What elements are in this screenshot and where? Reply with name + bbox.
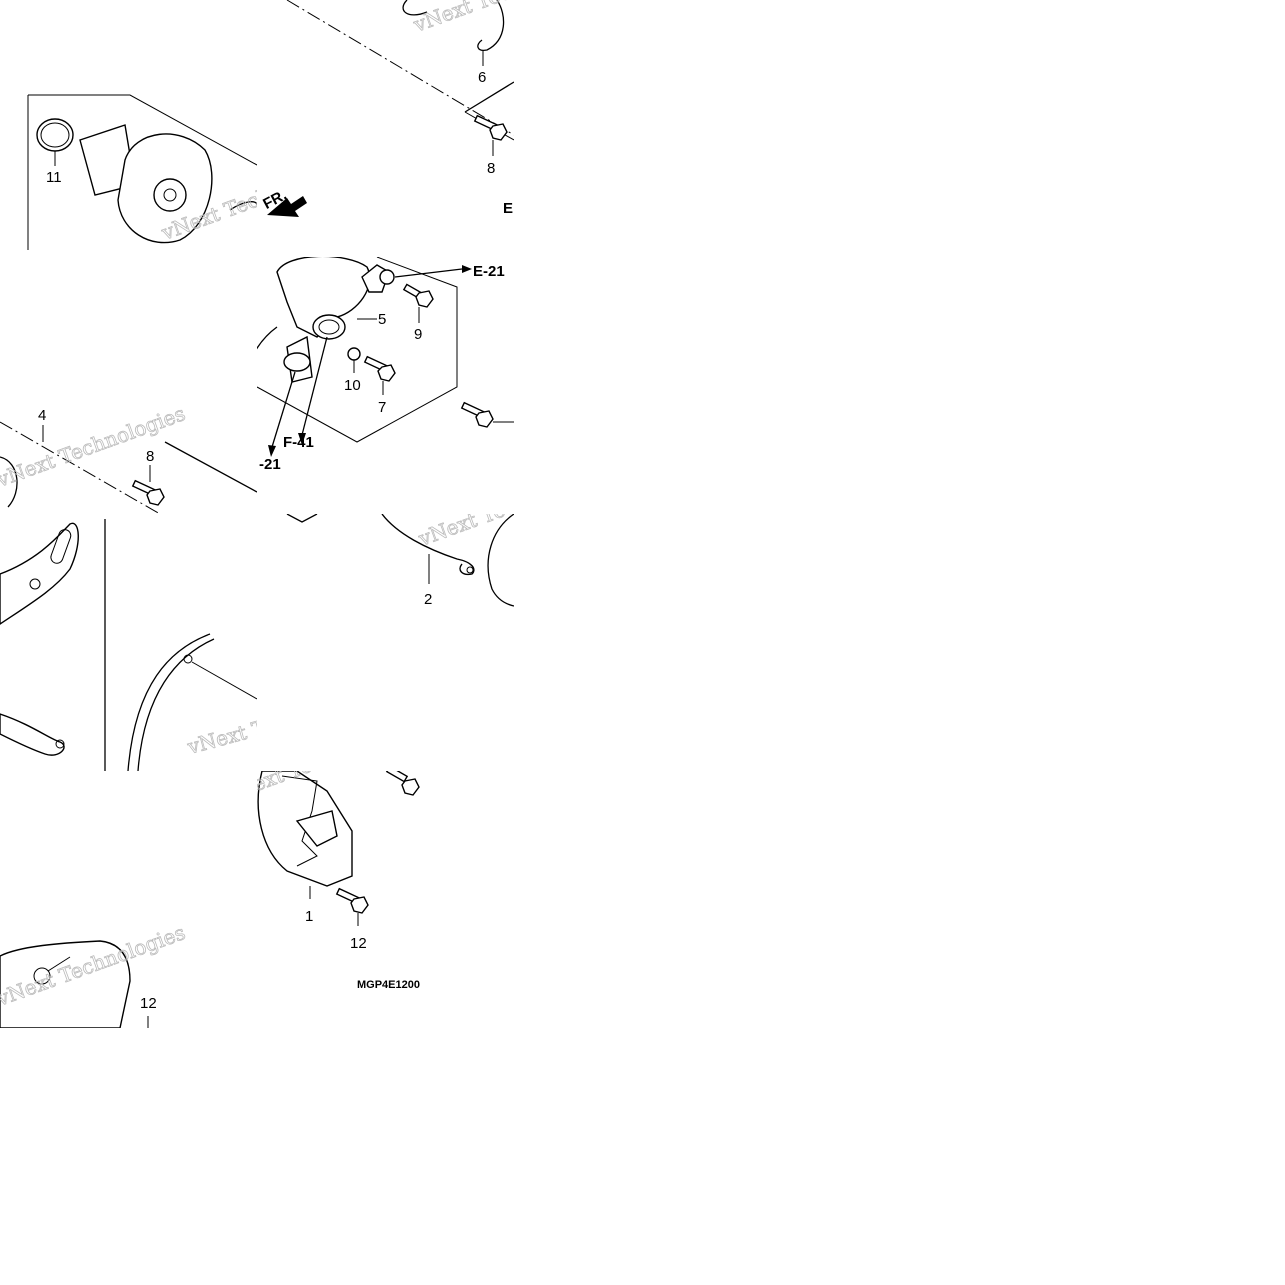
callout-12: 12 [350, 935, 367, 952]
tile-top-right: 6 8 FR. E vNext Technologies [257, 0, 514, 257]
tile-cover: 2 vNext Technologies [257, 514, 514, 771]
frame-edge [464, 81, 514, 113]
washer-10 [347, 347, 361, 361]
watermark: vNext Technologies [0, 401, 188, 492]
tile-housing: E-21 5 9 10 7 3 [257, 257, 514, 514]
bracket-upper [0, 522, 79, 625]
callout-9: 9 [414, 326, 422, 343]
callout-10: 10 [344, 377, 361, 394]
guard-clip [295, 810, 338, 847]
ref-e21-lower: -21 [259, 456, 281, 473]
bolt-top [385, 771, 420, 796]
cover-plate-2 [381, 514, 475, 576]
tile-left-mid: 4 8 vNext Technologies [0, 257, 257, 514]
tile-cover-art: 2 vNext Technologies [286, 514, 514, 608]
housing-frame [257, 257, 458, 443]
tile-guard: 1 12 MGP4E1200 vNext Technologies [257, 771, 514, 1028]
gasket-6 [477, 0, 505, 51]
fr-arrow [267, 196, 307, 217]
callout-2: 2 [424, 591, 432, 608]
tile-left-bottom-art: 12 vNext Technologies [0, 920, 189, 1028]
tile-left-top-art: 11 vNext Technologies [27, 94, 257, 250]
tile-left-mid-art: 4 8 vNext Technologies [0, 401, 257, 514]
bracket-lower [0, 713, 65, 756]
hose-3 [257, 326, 278, 350]
watermark: vNext Technologies [410, 0, 514, 37]
assembly-line [286, 0, 514, 136]
ref-e-partial: E [503, 200, 513, 217]
callout-12-lower: 12 [140, 995, 157, 1012]
guard-lower [0, 940, 131, 1028]
tile-left-top: 11 vNext Technologies [0, 0, 257, 257]
watermark: vNext Technologies [184, 684, 257, 759]
cover-ring [487, 514, 514, 607]
outlet-port [312, 314, 346, 340]
arrow-e21 [394, 268, 463, 278]
bolt-8-mid [131, 479, 165, 506]
tile-housing-art: E-21 5 9 10 7 3 [257, 257, 514, 473]
callout-7: 7 [378, 399, 386, 416]
ref-f41: F-41 [283, 434, 314, 451]
callout-11: 11 [46, 169, 62, 186]
tile-left-bottom: 12 vNext Technologies [0, 771, 257, 1028]
cover-edge [402, 0, 428, 16]
callout-1: 1 [305, 908, 313, 925]
bolt-7 [363, 355, 396, 382]
bolt-12 [335, 887, 369, 914]
tile-left-lower: 8 vNext Technologies [0, 514, 257, 771]
o-ring-11 [36, 118, 74, 152]
arrow-f41 [301, 336, 328, 436]
callout-5: 5 [378, 311, 386, 328]
ref-e21: E-21 [473, 263, 505, 280]
callout-6: 6 [478, 69, 486, 86]
watermark: vNext Technologies [415, 514, 514, 551]
tile-left-lower-art: 8 vNext Technologies [0, 519, 257, 771]
diagram-code: MGP4E1200 [357, 979, 420, 991]
strap-8 [127, 633, 211, 771]
tile-guard-art: 1 12 MGP4E1200 vNext Technologies [257, 771, 420, 991]
bolt-right [460, 401, 494, 428]
arrow-e21-lower [271, 371, 296, 448]
callout-8-top: 8 [487, 160, 495, 177]
callout-4: 4 [38, 407, 46, 424]
callout-8-mid: 8 [146, 448, 154, 465]
tile-top-right-art: 6 8 FR. E vNext Technologies [260, 0, 514, 217]
cover-4-edge [0, 456, 18, 508]
bolt-8-top [473, 114, 508, 141]
bolt-9 [402, 283, 434, 308]
tile-blank [0, 257, 257, 514]
inlet-port [283, 352, 311, 372]
